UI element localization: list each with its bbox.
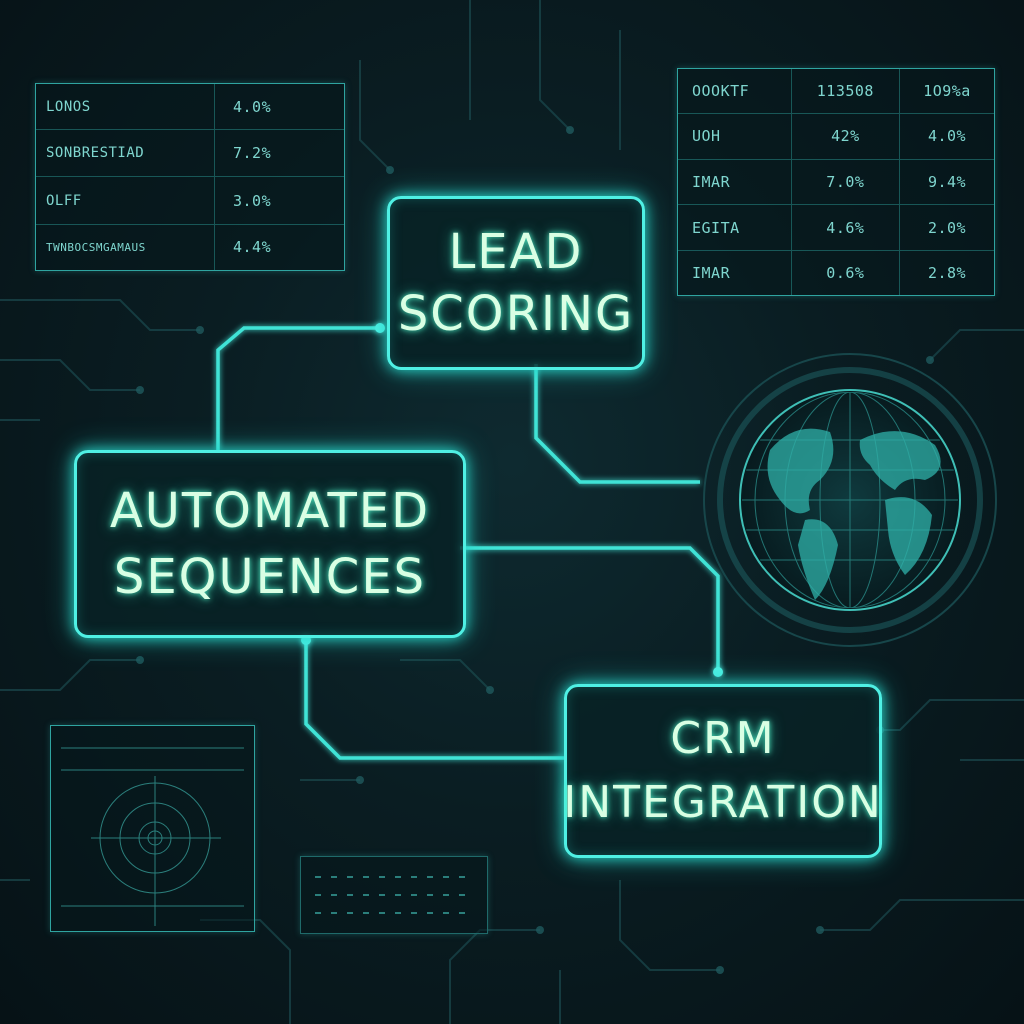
node-title-line2: INTEGRATION <box>563 777 883 828</box>
table-row: IMAR 0.6% 2.8% <box>678 250 994 295</box>
table-row: UOH 42% 4.0% <box>678 113 994 160</box>
table-cell: OOOKTF <box>678 69 792 114</box>
table-row: IMAR 7.0% 9.4% <box>678 159 994 206</box>
table-cell: UOH <box>678 113 792 160</box>
table-row: OLFF 3.0% <box>36 176 344 225</box>
lead-scoring-node[interactable]: LEAD SCORING <box>387 196 645 370</box>
table-row: EGITA 4.6% 2.0% <box>678 204 994 251</box>
table-cell: 1O9%a <box>899 69 994 114</box>
row-value: 4.0% <box>214 84 344 131</box>
automated-sequences-node[interactable]: AUTOMATED SEQUENCES <box>74 450 466 638</box>
row-value: 7.2% <box>214 129 344 178</box>
globe-icon <box>700 350 1000 650</box>
table-cell: 42% <box>790 113 900 160</box>
grid-panel <box>300 856 488 934</box>
node-title-line1: AUTOMATED <box>109 483 431 539</box>
table-cell: 7.0% <box>790 159 900 206</box>
crm-integration-node[interactable]: CRM INTEGRATION <box>563 684 883 858</box>
left-stats-table: LONOS 4.0% SONBRESTIAD 7.2% OLFF 3.0% TW… <box>35 83 345 271</box>
table-row: SONBRESTIAD 7.2% <box>36 129 344 178</box>
table-row: LONOS 4.0% <box>36 84 344 131</box>
node-title-line2: SCORING <box>397 286 635 342</box>
table-cell: 2.0% <box>899 204 994 251</box>
node-title-line1: LEAD <box>448 224 584 280</box>
table-row: TWNBOCSMGAMAUS 4.4% <box>36 224 344 270</box>
connector-lead-to-globe <box>534 364 700 484</box>
row-label: LONOS <box>36 84 215 131</box>
radar-icon <box>50 725 255 932</box>
table-cell: 4.0% <box>899 113 994 160</box>
connector-auto-to-lead <box>216 326 380 450</box>
row-value: 3.0% <box>214 176 344 225</box>
node-title-line2: SEQUENCES <box>113 549 427 605</box>
row-label: SONBRESTIAD <box>36 129 215 178</box>
connector-auto-to-crm-bottom <box>304 636 564 760</box>
row-label: OLFF <box>36 176 215 225</box>
connector-auto-to-crm-top <box>460 546 720 672</box>
table-cell: 0.6% <box>790 250 900 295</box>
table-cell: 2.8% <box>899 250 994 295</box>
row-label: TWNBOCSMGAMAUS <box>46 240 146 254</box>
table-cell: 4.6% <box>790 204 900 251</box>
table-cell: IMAR <box>678 159 792 206</box>
table-cell: 9.4% <box>899 159 994 206</box>
node-title-line1: CRM <box>670 713 776 764</box>
row-value: 4.4% <box>214 224 344 270</box>
table-row: OOOKTF 113508 1O9%a <box>678 69 994 114</box>
table-cell: EGITA <box>678 204 792 251</box>
right-stats-table: OOOKTF 113508 1O9%a UOH 42% 4.0% IMAR 7.… <box>677 68 995 296</box>
table-cell: IMAR <box>692 263 731 282</box>
table-cell: 113508 <box>790 69 900 114</box>
